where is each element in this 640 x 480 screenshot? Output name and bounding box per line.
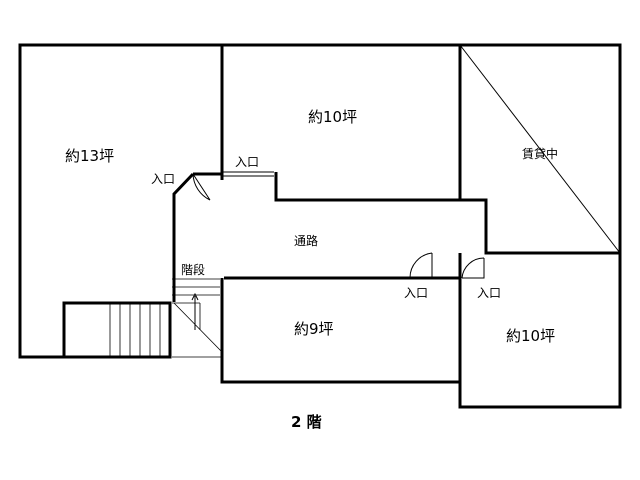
room-top-center-label: 約10坪 (308, 108, 357, 126)
stairs-label: 階段 (181, 262, 205, 277)
entrance-label-left: 入口 (151, 172, 175, 186)
room-left-label: 約13坪 (65, 147, 114, 165)
door-bottom-right (461, 257, 485, 279)
room-rented-walls (460, 43, 622, 253)
door-left-room (192, 173, 211, 201)
entrance-label-top: 入口 (235, 155, 259, 169)
room-bottom-right-label: 約10坪 (506, 327, 555, 345)
stair-steps (109, 278, 223, 358)
floor-title: 2 階 (291, 413, 322, 431)
room-bottom-right-walls (458, 253, 622, 409)
room-rented-label: 賃貸中 (522, 146, 558, 161)
door-bottom-center (409, 252, 433, 279)
stair-arrow (191, 292, 199, 330)
corridor-label: 通路 (294, 233, 318, 248)
entrance-label-bottom-right: 入口 (477, 286, 501, 300)
stair-walls (62, 301, 172, 359)
rented-diagonal (459, 44, 621, 254)
room-left-walls (18, 43, 224, 359)
room-bottom-center-label: 約9坪 (294, 320, 334, 338)
entrance-label-bottom-center: 入口 (404, 286, 428, 300)
corridor-walls (172, 172, 620, 302)
